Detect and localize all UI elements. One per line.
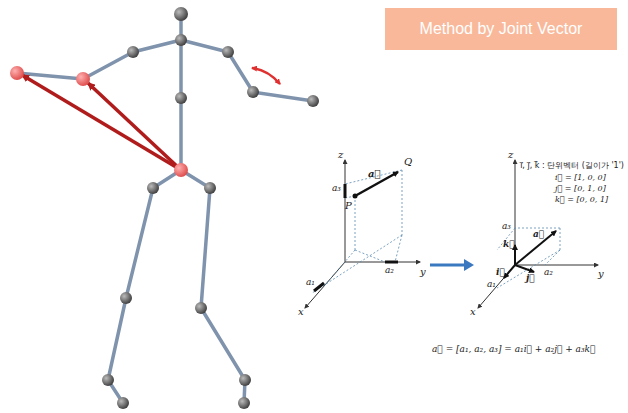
vector-label: y (420, 266, 426, 277)
vector-label: a₂ (385, 266, 394, 276)
vector-label: a₁ (487, 280, 496, 290)
vector-label: a⃗ (368, 168, 380, 179)
vector-label: i⃗, j⃗, k⃗ : 단위벡터 (길이가 '1') (520, 162, 624, 171)
box-title: Method by Joint Vector (420, 20, 583, 38)
vector-label: i⃗ = [1, 0, 0] (555, 174, 606, 183)
vector-label: z (508, 149, 513, 160)
vector-label: x (298, 306, 304, 317)
vector-label: y (598, 268, 604, 279)
vector-label: z (338, 149, 343, 160)
vector-label: x (470, 306, 476, 317)
vector-label: a₃ (502, 222, 511, 232)
vector-label: a₂ (544, 268, 553, 278)
vector-label: Q (404, 156, 412, 167)
title-box: Method by Joint Vector (385, 8, 617, 50)
vector-label: P (345, 200, 352, 211)
vector-label: i⃗ (496, 268, 505, 278)
vector-label: k⃗ (503, 240, 515, 250)
vector-label: a⃗ (533, 230, 544, 240)
vector-label: a₃ (332, 184, 341, 194)
vector-label: a⃗ = [a₁, a₂, a₃] = a₁i⃗ + a₂j⃗ + a₃k⃗ (432, 345, 595, 355)
vector-label: j⃗ = [0, 1, 0] (555, 185, 606, 194)
vector-label: a₁ (306, 278, 315, 288)
vector-label: j⃗ (526, 274, 535, 284)
vector-label: k⃗ = [0, 0, 1] (555, 196, 608, 205)
